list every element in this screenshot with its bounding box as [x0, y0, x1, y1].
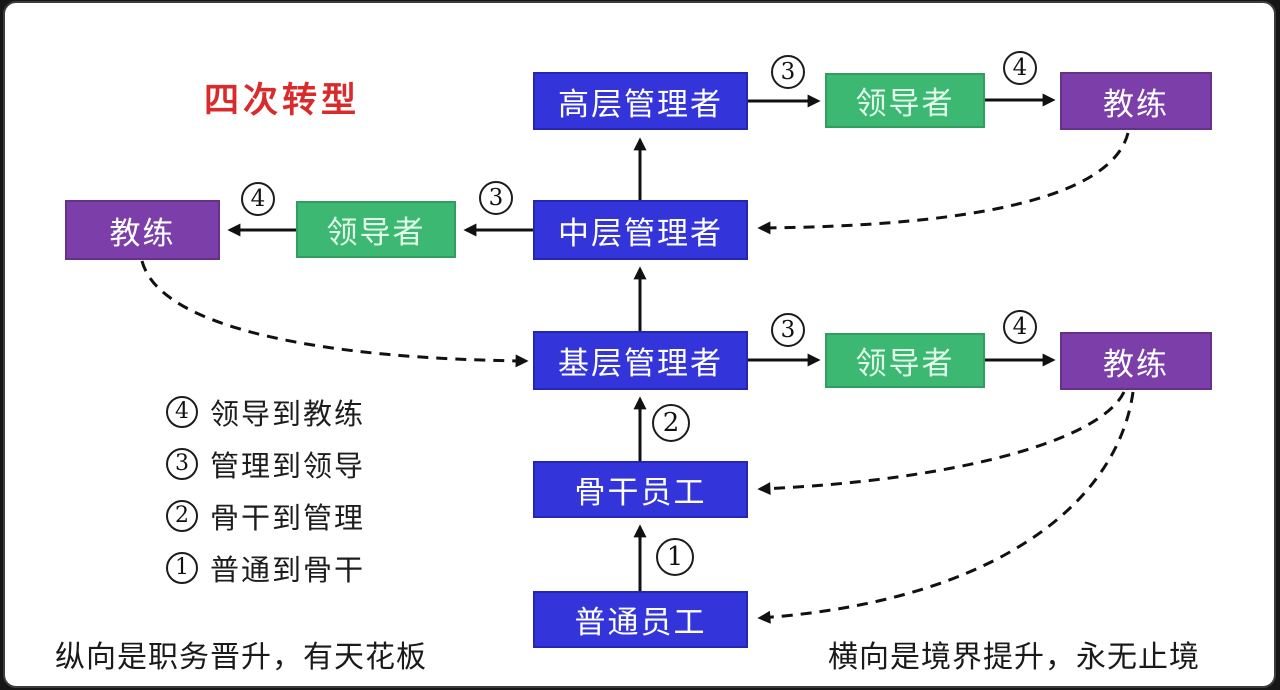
diagram-title: 四次转型 — [204, 81, 361, 120]
dashed-coachbottom-to-backbone — [757, 391, 1126, 496]
legend-label-1: 普通到骨干 — [210, 555, 366, 587]
node-coach-top: 教练 — [1060, 72, 1212, 130]
legend-item-4: 4 领导到教练 — [166, 386, 365, 438]
node-backbone-staff: 骨干员工 — [533, 461, 748, 518]
legend-item-2: 2 骨干到管理 — [166, 490, 365, 542]
step-badge-row2-4: 4 — [241, 182, 275, 216]
step-badge-row1-3: 3 — [771, 55, 805, 89]
legend-badge-2: 2 — [166, 500, 198, 532]
footnote-vertical: 纵向是职务晋升，有天花板 — [55, 641, 427, 674]
legend-badge-4: 4 — [166, 396, 198, 428]
legend: 4 领导到教练 3 管理到领导 2 骨干到管理 1 普通到骨干 — [166, 386, 365, 594]
step-badge-2: 2 — [652, 404, 690, 442]
node-senior-manager: 高层管理者 — [533, 72, 748, 130]
legend-badge-1: 1 — [166, 552, 198, 584]
node-middle-manager: 中层管理者 — [533, 200, 748, 260]
legend-label-3: 管理到领导 — [210, 451, 366, 483]
node-coach-bottom: 教练 — [1060, 332, 1212, 390]
node-coach-mid: 教练 — [65, 200, 220, 260]
step-badge-row2-3: 3 — [479, 181, 513, 215]
dashed-coachtop-to-middle — [757, 132, 1130, 235]
node-leader-mid: 领导者 — [296, 201, 456, 258]
legend-item-3: 3 管理到领导 — [166, 438, 365, 490]
node-leader-bottom: 领导者 — [825, 333, 985, 388]
dashed-coachbottom-to-ordinary — [757, 391, 1135, 624]
node-leader-top: 领导者 — [825, 73, 985, 128]
legend-item-1: 1 普通到骨干 — [166, 542, 365, 594]
legend-label-4: 领导到教练 — [210, 399, 366, 431]
step-badge-row3-3: 3 — [771, 313, 805, 347]
legend-label-2: 骨干到管理 — [210, 503, 366, 535]
footnote-horizontal: 横向是境界提升，永无止境 — [828, 641, 1200, 674]
step-badge-1: 1 — [656, 538, 694, 576]
step-badge-row1-4: 4 — [1003, 51, 1037, 85]
legend-badge-3: 3 — [166, 448, 198, 480]
step-badge-row3-4: 4 — [1003, 310, 1037, 344]
dashed-coachmid-to-base — [140, 260, 529, 368]
node-ordinary-staff: 普通员工 — [533, 591, 748, 648]
node-base-manager: 基层管理者 — [533, 331, 748, 390]
